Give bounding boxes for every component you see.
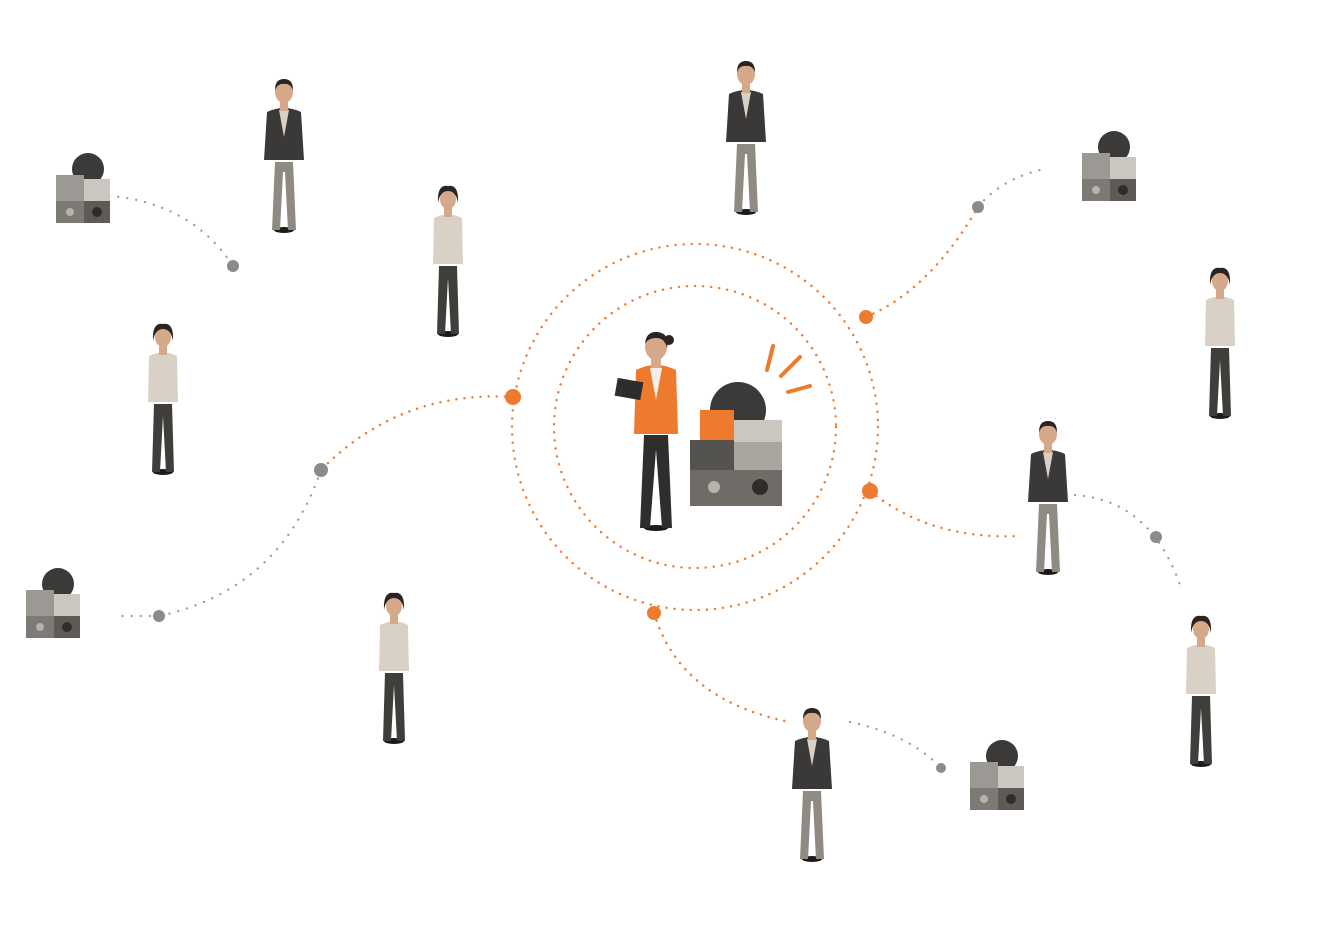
connector-path xyxy=(976,168,1042,209)
connector-node-icon xyxy=(1150,531,1162,543)
block-cluster-icon xyxy=(970,740,1024,810)
connector-node-icon xyxy=(227,260,239,272)
central-block-cluster-icon xyxy=(690,382,782,506)
central-person-figure-icon xyxy=(614,331,678,531)
connector-node-icon xyxy=(505,389,521,405)
spark-lines-icon xyxy=(765,344,812,394)
person-figure-icon xyxy=(148,323,178,475)
person-figure-icon xyxy=(1205,267,1235,419)
outer-orbit-ring xyxy=(510,242,880,612)
connector-node-icon xyxy=(314,463,328,477)
connector-nodes xyxy=(153,201,1162,773)
person-figure-icon xyxy=(1028,421,1068,575)
connector-node-icon xyxy=(936,763,946,773)
block-cluster-icon xyxy=(26,568,80,638)
connector-paths xyxy=(98,168,1182,770)
connector-path xyxy=(848,720,943,770)
block-cluster-icon xyxy=(56,153,110,223)
inner-orbit-ring xyxy=(552,284,838,570)
connector-node-icon xyxy=(972,201,984,213)
connector-path xyxy=(652,611,792,724)
connector-path xyxy=(864,205,980,319)
person-figure-icon xyxy=(792,708,832,862)
block-cluster-icon xyxy=(1082,131,1136,201)
connector-path xyxy=(319,395,515,472)
connector-path xyxy=(157,468,323,618)
connector-path xyxy=(868,489,1022,538)
person-figure-icon xyxy=(379,592,409,744)
connector-node-icon xyxy=(859,310,873,324)
connector-node-icon xyxy=(862,483,878,499)
person-figure-icon xyxy=(726,61,766,215)
connector-path xyxy=(1073,493,1182,587)
connector-node-icon xyxy=(153,610,165,622)
connector-path xyxy=(98,193,235,268)
connector-node-icon xyxy=(647,606,661,620)
person-figure-icon xyxy=(264,79,304,233)
person-figure-icon xyxy=(1186,615,1216,767)
person-figure-icon xyxy=(433,185,463,337)
